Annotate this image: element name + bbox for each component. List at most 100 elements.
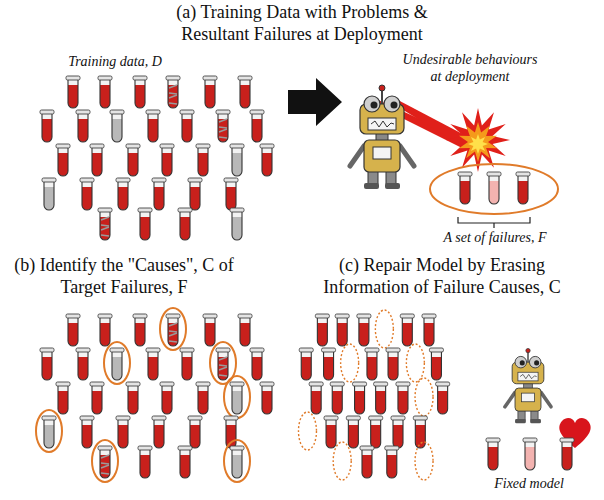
tube-outline [100,78,110,108]
tube-rim [385,446,399,450]
tube-glass [112,350,122,380]
tube-rim [98,76,112,80]
tube-rim [152,416,166,420]
robot-eye [529,356,541,368]
tube-glass [100,448,110,478]
test-tube [369,416,383,448]
tube-liquid [182,357,192,380]
tube-rim [116,416,130,420]
tube-liquid [362,455,372,478]
test-tube [178,446,192,478]
tube-liquid [190,187,200,210]
tube-rim [400,314,414,318]
tube-rim [391,416,405,420]
tube-glass [387,448,397,478]
erased-outline [341,344,359,382]
tube-liquid [82,425,92,448]
tube-glass [424,316,434,346]
tube-liquid [205,85,215,108]
tube-rim [76,110,90,114]
tube-liquid [135,323,145,346]
test-tube [146,348,160,380]
tube-rim [152,178,166,182]
test-tube [458,172,472,204]
tube-glass [262,384,272,414]
tube-liquid [232,153,242,176]
tube-outline [118,180,128,210]
tube-outline [311,384,321,414]
tube-rim [322,348,336,352]
test-tube [203,76,217,108]
tube-glass [58,146,68,176]
robot-foot [385,183,400,189]
tube-glass [162,384,172,414]
erased-outline [406,344,424,382]
tube-outline [154,180,164,210]
tube-liquid [489,181,499,204]
test-tube [110,348,124,380]
tube-rim [224,416,238,420]
tube-liquid [180,455,190,478]
tube-glass [460,174,470,204]
test-tube [138,446,152,478]
tube-outline [168,78,178,108]
test-tube [238,314,252,346]
tube-glass [301,350,311,380]
damage-mark [169,341,177,342]
tube-rim [335,314,349,318]
test-tube [436,382,450,414]
tube-outline [182,112,192,142]
tube-glass [118,418,128,448]
tube-rim [487,172,501,176]
tube-glass [367,350,377,380]
tube-rim [353,382,367,386]
test-tube [116,178,130,210]
test-tube [188,416,202,448]
tube-glass [398,384,408,414]
erased-outline [415,442,433,480]
tube-outline [355,384,365,414]
tube-rim [126,382,140,386]
test-tube [110,110,124,142]
test-tube [146,110,160,142]
cause-outline [224,440,250,482]
damage-mark [219,129,227,132]
tube-outline [168,316,178,346]
test-tube [216,348,230,380]
annotation: A set of failures, F [420,230,570,247]
tube-liquid [355,391,365,414]
tube-liquid [68,323,78,346]
tube-outline [128,146,138,176]
tube-glass [232,448,242,478]
tube-outline [362,448,372,478]
test-tube [66,76,80,108]
damage-mark [219,375,227,376]
training-data-tubes [40,76,274,240]
tube-rim [160,144,174,148]
explosion-center [468,134,488,154]
test-tube [66,314,80,346]
damage-mark [101,227,109,230]
test-tube [196,144,210,176]
robot-eye [515,356,527,368]
tube-liquid [317,323,327,346]
test-tube [260,382,274,414]
tube-liquid [168,85,178,108]
tube-outline [489,174,499,204]
test-tube [98,208,112,240]
test-tube [133,314,147,346]
robot-antenna-tip [379,85,385,91]
tube-rim [66,76,80,80]
tube-liquid [218,119,228,142]
damage-mark [169,95,177,98]
tube-outline [326,418,336,448]
tube-outline [58,384,68,414]
robot-eye [364,96,380,112]
tube-rim [315,314,329,318]
tube-liquid [525,447,535,470]
tube-rim [110,348,124,352]
tube-outline [112,350,122,380]
tube-glass [348,418,358,448]
tube-glass [332,384,342,414]
